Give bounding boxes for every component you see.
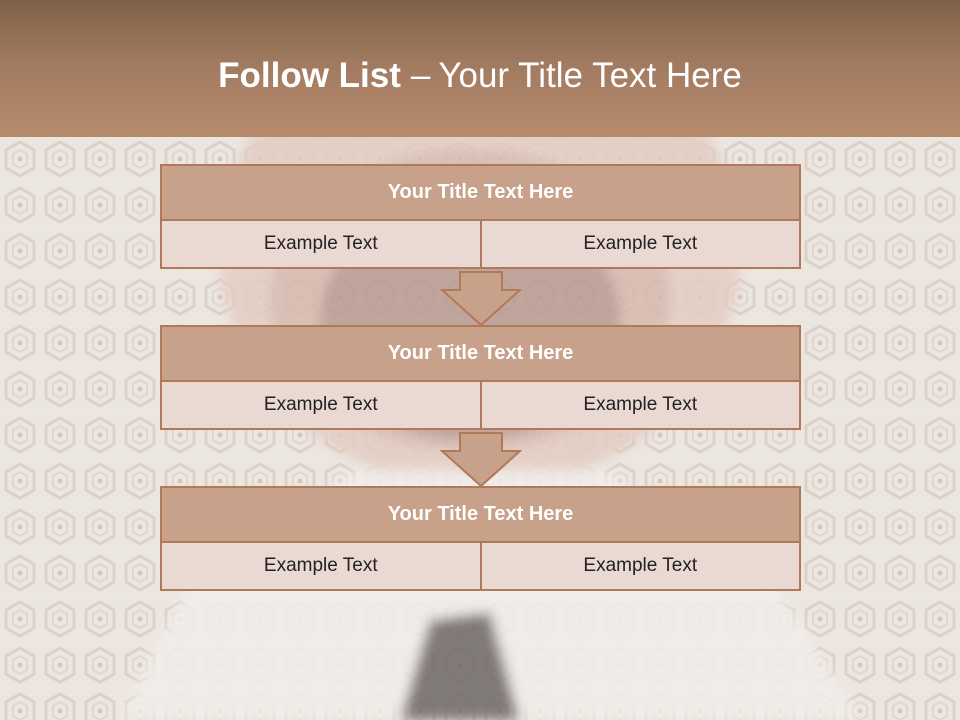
down-arrow-icon	[440, 271, 522, 327]
block-cell-right: Example Text	[479, 380, 801, 430]
list-block-2: Your Title Text Here Example Text Exampl…	[160, 325, 801, 430]
block-row: Example Text Example Text	[160, 541, 801, 591]
block-cell-right: Example Text	[479, 219, 801, 269]
slide-title: Follow List–Your Title Text Here	[0, 54, 960, 98]
list-block-1: Your Title Text Here Example Text Exampl…	[160, 164, 801, 269]
block-row: Example Text Example Text	[160, 219, 801, 269]
block-row: Example Text Example Text	[160, 380, 801, 430]
block-cell-left: Example Text	[160, 541, 482, 591]
title-rest: Your Title Text Here	[438, 56, 742, 95]
block-title: Your Title Text Here	[160, 164, 801, 221]
title-bold: Follow List	[218, 56, 401, 95]
block-title: Your Title Text Here	[160, 325, 801, 382]
block-cell-left: Example Text	[160, 219, 482, 269]
block-title: Your Title Text Here	[160, 486, 801, 543]
header-band: Follow List–Your Title Text Here	[0, 0, 960, 137]
down-arrow-icon	[440, 432, 522, 488]
title-separator: –	[410, 56, 431, 95]
block-cell-left: Example Text	[160, 380, 482, 430]
list-block-3: Your Title Text Here Example Text Exampl…	[160, 486, 801, 591]
block-cell-right: Example Text	[479, 541, 801, 591]
